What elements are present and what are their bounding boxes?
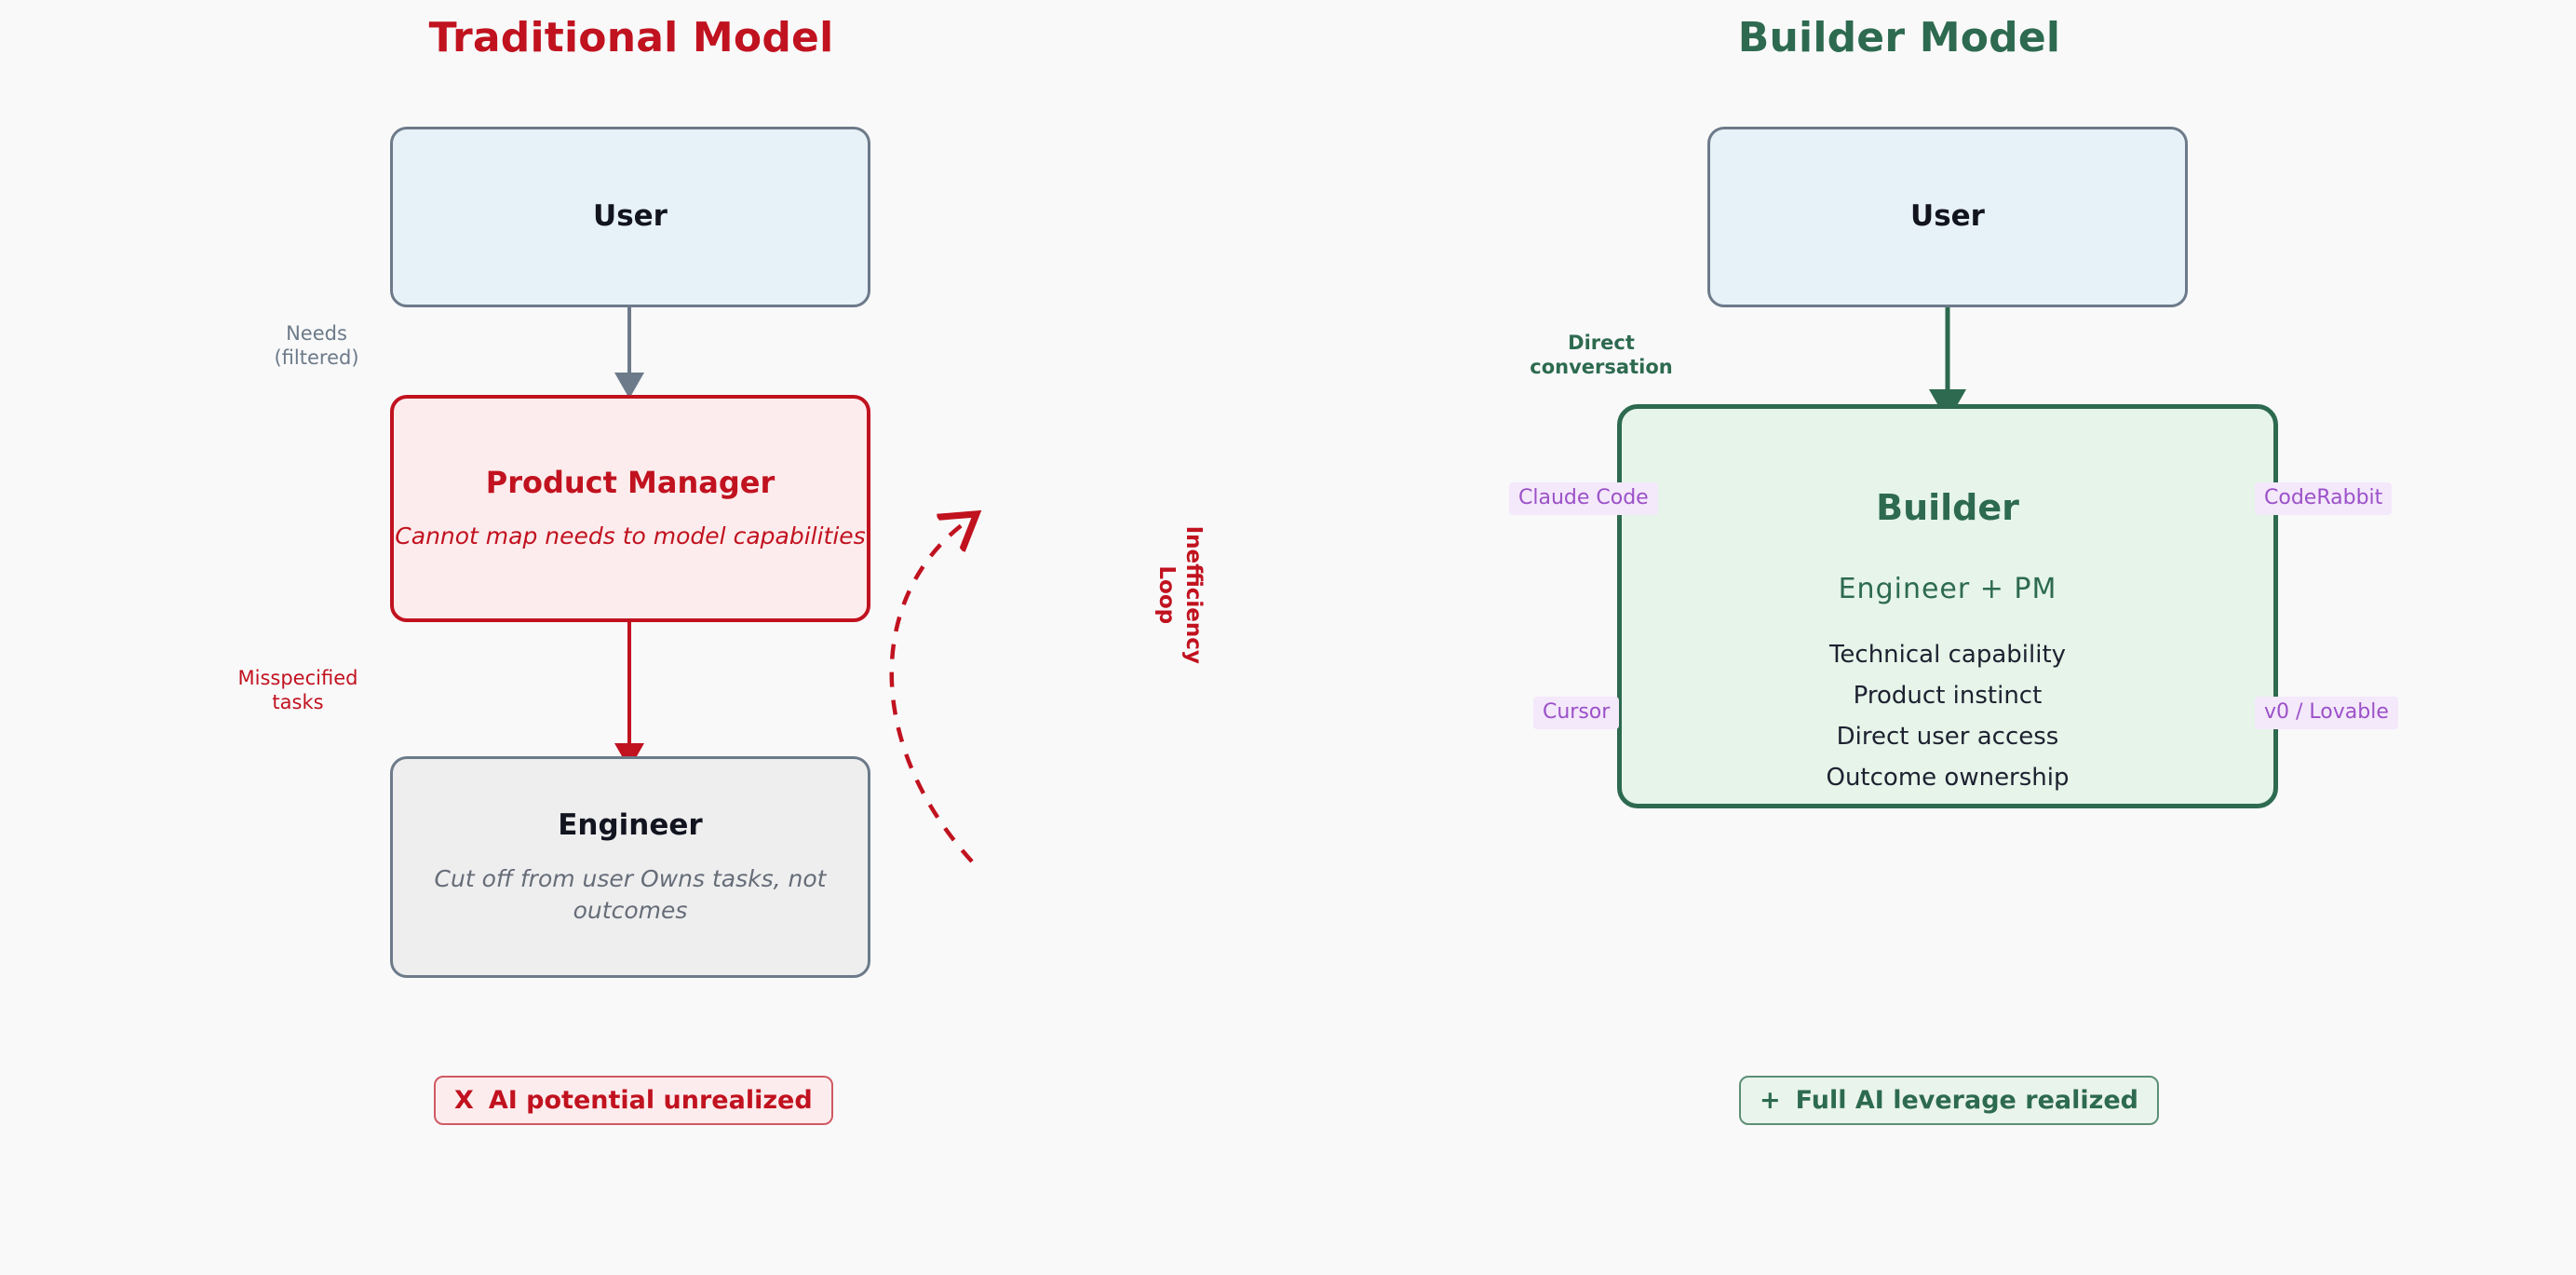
tool-chip-v0-lovable[interactable]: v0 / Lovable xyxy=(2255,697,2398,729)
list-item: Technical capability xyxy=(1828,641,2067,669)
node-product-manager-title: Product Manager xyxy=(485,464,775,500)
node-product-manager-subtitle: Cannot map needs to model capabilities xyxy=(395,522,866,550)
list-item: Outcome ownership xyxy=(1826,764,2070,792)
edge-label-direct-conversation: Direct conversation xyxy=(1530,332,1673,379)
node-user-traditional-title: User xyxy=(593,199,668,234)
edge-label-inefficiency-loop: Inefficiency Loop xyxy=(1154,525,1206,664)
node-product-manager[interactable]: Product Manager Cannot map needs to mode… xyxy=(390,395,870,622)
node-user-builder-title: User xyxy=(1910,199,1985,234)
tool-chip-cursor[interactable]: Cursor xyxy=(1533,697,1620,729)
node-engineer[interactable]: Engineer Cut off from user Owns tasks, n… xyxy=(390,756,870,978)
outcome-badge-bad-label: AI potential unrealized xyxy=(488,1086,813,1115)
node-builder[interactable]: Builder Engineer + PM Technical capabili… xyxy=(1617,404,2278,808)
edge-label-needs-filtered: Needs (filtered) xyxy=(274,322,359,370)
outcome-badge-full-ai-leverage-realized[interactable]: + Full AI leverage realized xyxy=(1739,1076,2159,1125)
node-user-traditional[interactable]: User xyxy=(390,127,870,307)
tool-chip-coderabbit[interactable]: CodeRabbit xyxy=(2255,482,2393,515)
outcome-badge-ai-potential-unrealized[interactable]: X AI potential unrealized xyxy=(434,1076,833,1125)
list-item: Direct user access xyxy=(1836,723,2059,751)
cross-icon: X xyxy=(454,1086,474,1115)
list-item: Product instinct xyxy=(1853,682,2043,710)
outcome-badge-good-label: Full AI leverage realized xyxy=(1795,1086,2138,1115)
node-builder-title: Builder xyxy=(1876,487,2019,528)
node-builder-capability-list: Technical capability Product instinct Di… xyxy=(1826,643,2069,790)
node-engineer-subtitle: Cut off from user Owns tasks, not outcom… xyxy=(434,864,827,924)
arrow-inefficiency-loop xyxy=(889,522,972,863)
node-engineer-title: Engineer xyxy=(558,807,703,842)
builder-model-title: Builder Model xyxy=(1737,14,2061,61)
tool-chip-claude-code[interactable]: Claude Code xyxy=(1509,482,1658,515)
node-user-builder[interactable]: User xyxy=(1707,127,2188,307)
traditional-model-title: Traditional Model xyxy=(428,14,834,61)
node-builder-formula: Engineer + PM xyxy=(1838,573,2057,605)
plus-icon: + xyxy=(1760,1086,1781,1115)
edge-label-misspecified-tasks: Misspecified tasks xyxy=(237,667,358,714)
